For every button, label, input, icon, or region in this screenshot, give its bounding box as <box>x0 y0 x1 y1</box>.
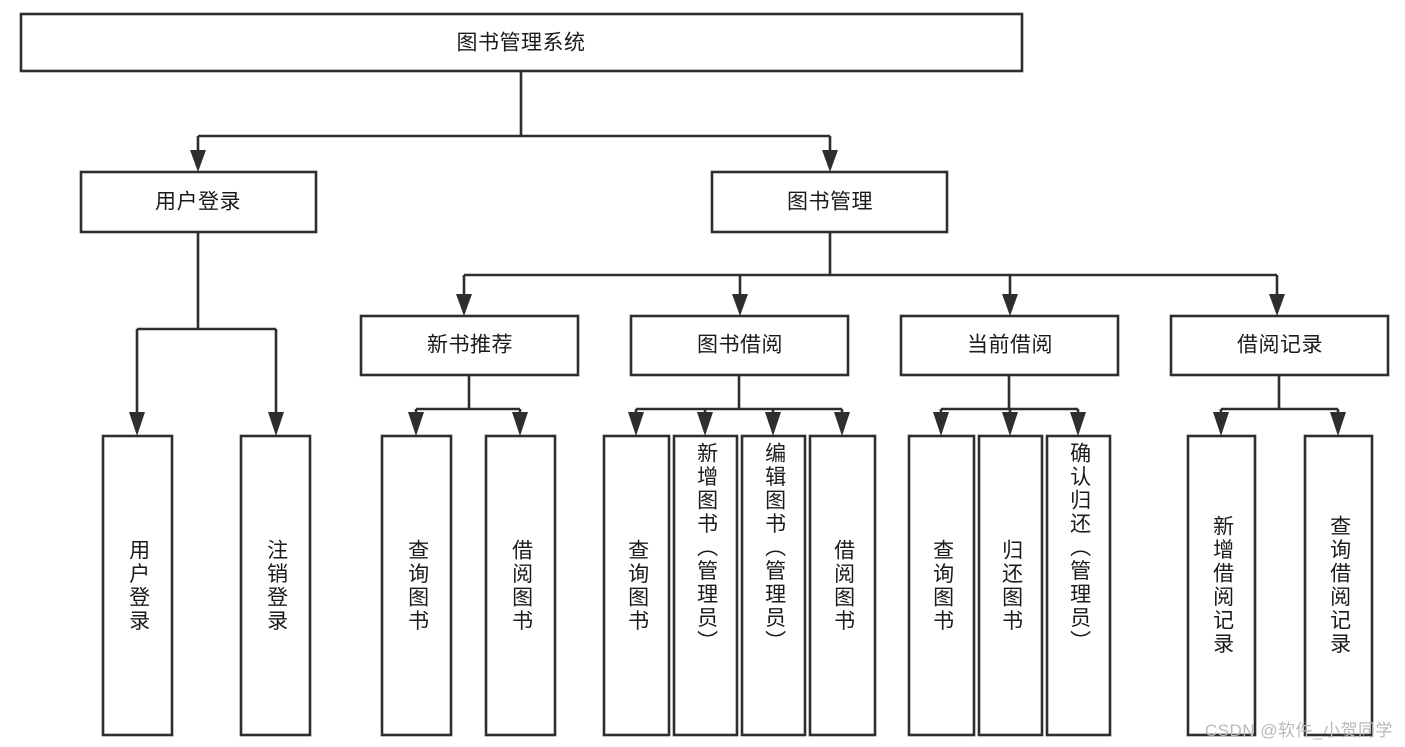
node-leaf-add-book-box[interactable] <box>672 434 739 737</box>
connector-group-book-borrow <box>628 375 850 436</box>
node-new-book-recommend[interactable]: 新书推荐 <box>359 314 580 377</box>
arrow-head-borrow-record <box>1269 294 1285 316</box>
arrow-head-leaf-query-book-2 <box>628 412 644 436</box>
arrow-head-leaf-user-login <box>129 412 145 436</box>
connector-group-user-login <box>129 232 284 436</box>
arrow-head-leaf-return-book <box>1002 412 1018 436</box>
arrow-head-leaf-query-record <box>1330 412 1346 436</box>
arrow-head-book-manage <box>822 150 838 172</box>
connector-group-new-book-recommend <box>408 375 528 436</box>
connector-group-borrow-record <box>1213 375 1346 436</box>
node-new-book-recommend-box[interactable] <box>359 314 580 377</box>
node-borrow-record-label: 借阅记录 <box>1237 334 1323 357</box>
node-leaf-add-record-box[interactable] <box>1186 434 1257 737</box>
node-book-manage[interactable]: 图书管理 <box>710 170 949 234</box>
node-book-borrow-label: 图书借阅 <box>697 334 783 357</box>
arrow-head-leaf-query-book-1 <box>408 412 424 436</box>
node-borrow-record-box[interactable] <box>1169 314 1390 377</box>
node-leaf-query-book-2-box[interactable] <box>602 434 671 737</box>
node-book-manage-label: 图书管理 <box>787 191 873 214</box>
arrow-head-leaf-edit-book <box>765 412 781 436</box>
node-book-borrow-box[interactable] <box>629 314 850 377</box>
arrow-head-leaf-add-record <box>1213 412 1229 436</box>
node-user-login[interactable]: 用户登录 <box>79 170 318 234</box>
node-current-borrow-box[interactable] <box>899 314 1120 377</box>
node-user-login-box[interactable] <box>79 170 318 234</box>
node-user-login-label: 用户登录 <box>155 191 241 214</box>
node-leaf-borrow-book-1-box[interactable] <box>484 434 557 737</box>
arrow-head-leaf-query-book-3 <box>933 412 949 436</box>
node-leaf-edit-book-box[interactable] <box>740 434 807 737</box>
arrow-head-leaf-borrow-book-1 <box>512 412 528 436</box>
node-leaf-borrow-book-2-box[interactable] <box>808 434 877 737</box>
connector-group-current-borrow <box>933 375 1086 436</box>
arrow-head-current-borrow <box>1002 294 1018 316</box>
node-leaf-logout-login-box[interactable] <box>239 434 312 737</box>
arrow-head-leaf-logout-login <box>268 412 284 436</box>
node-leaf-query-book-3-box[interactable] <box>907 434 976 737</box>
arrow-head-leaf-borrow-book-2 <box>834 412 850 436</box>
node-leaf-query-book-1-box[interactable] <box>380 434 453 737</box>
watermark-text: CSDN @软件_小贺同学 <box>1204 721 1393 740</box>
connector-group-book-manage <box>456 232 1285 316</box>
node-leaf-user-login-box[interactable] <box>101 434 174 737</box>
connector-group-root <box>190 71 838 172</box>
arrow-head-user-login <box>190 150 206 172</box>
node-leaf-confirm-return-box[interactable] <box>1045 434 1112 737</box>
node-current-borrow[interactable]: 当前借阅 <box>899 314 1120 377</box>
arrow-head-leaf-confirm-return <box>1070 412 1086 436</box>
node-book-borrow[interactable]: 图书借阅 <box>629 314 850 377</box>
node-leaf-return-book-box[interactable] <box>977 434 1044 737</box>
node-root[interactable]: 图书管理系统 <box>19 12 1024 73</box>
arrow-head-leaf-add-book <box>697 412 713 436</box>
node-root-box[interactable] <box>19 12 1024 73</box>
node-leaf-query-record-box[interactable] <box>1303 434 1374 737</box>
arrow-head-new-book-recommend <box>456 294 472 316</box>
node-root-label: 图书管理系统 <box>457 32 586 55</box>
node-book-manage-box[interactable] <box>710 170 949 234</box>
node-current-borrow-label: 当前借阅 <box>967 334 1053 357</box>
node-new-book-recommend-label: 新书推荐 <box>427 334 513 357</box>
arrow-head-book-borrow <box>732 294 748 316</box>
node-borrow-record[interactable]: 借阅记录 <box>1169 314 1390 377</box>
